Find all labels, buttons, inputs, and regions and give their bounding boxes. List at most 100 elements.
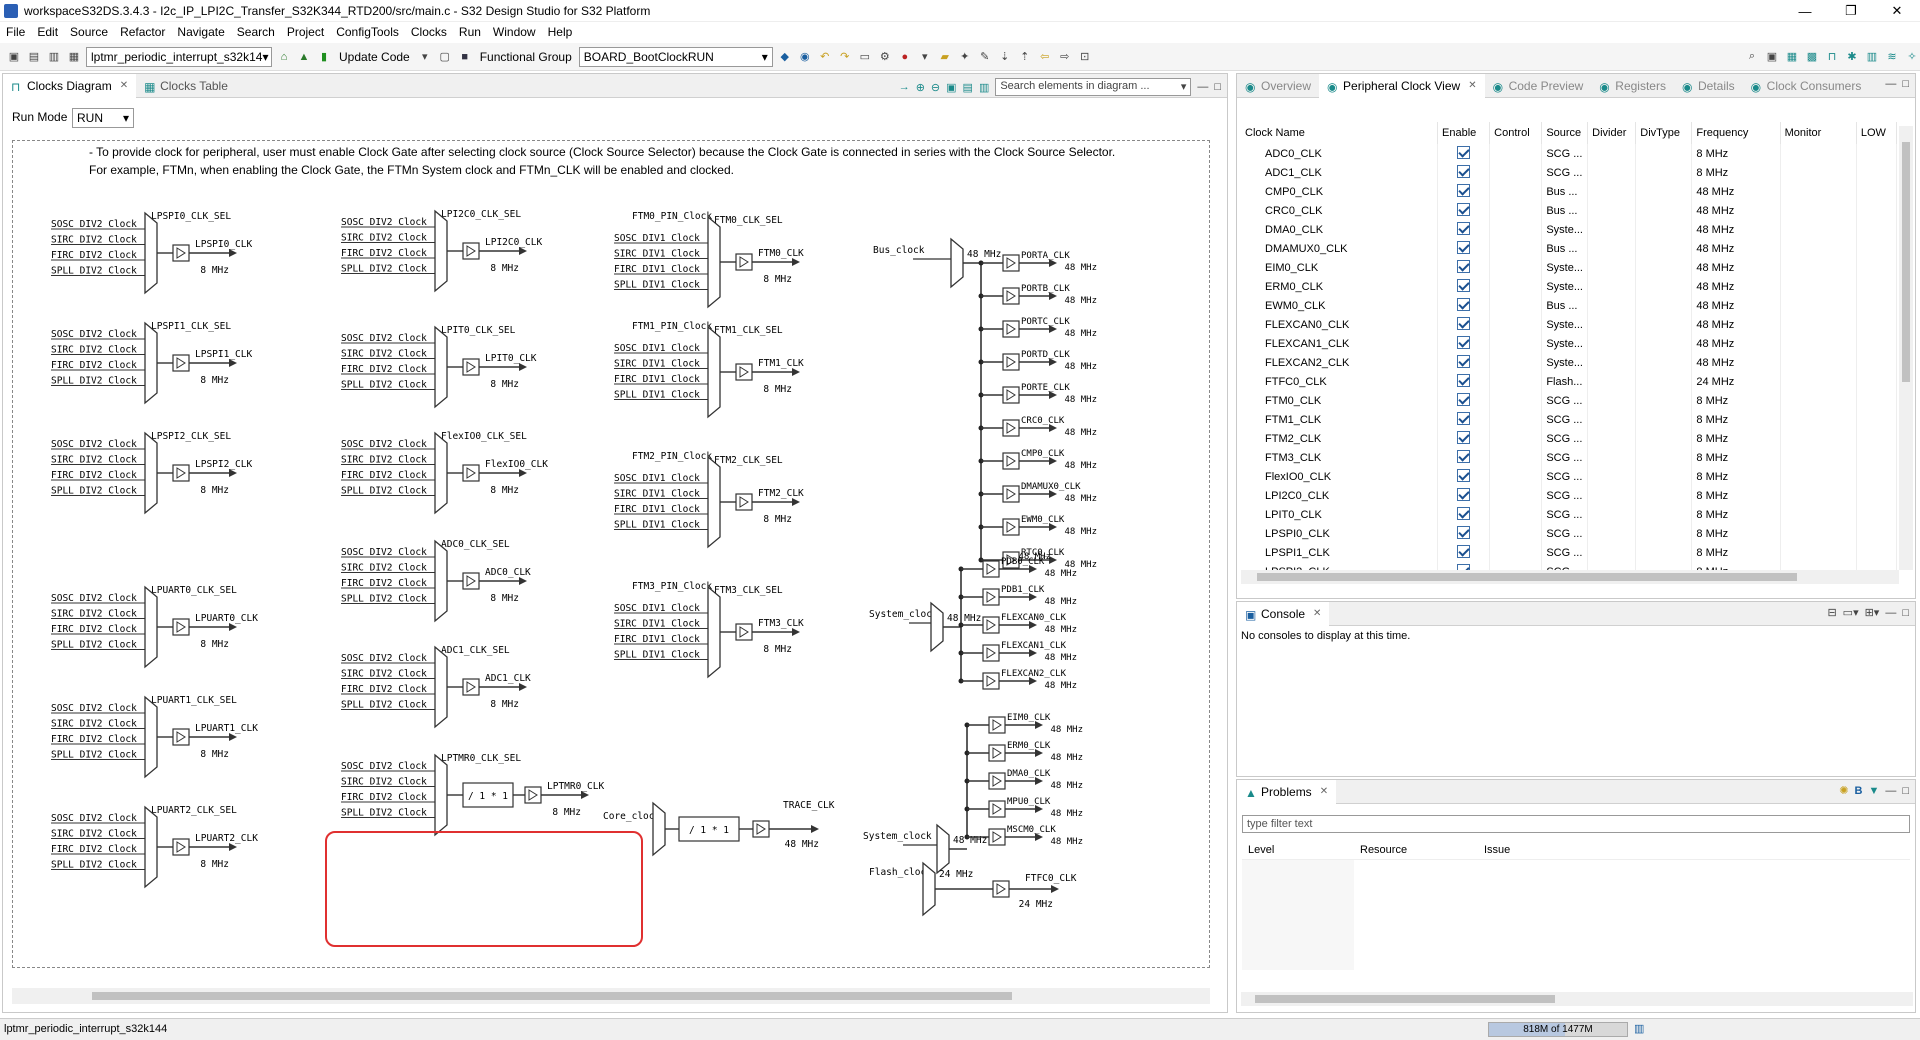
enable-checkbox[interactable] [1457, 240, 1471, 254]
enable-checkbox[interactable] [1457, 373, 1471, 387]
run-dropdown-icon[interactable]: ▾ [922, 51, 928, 63]
column-header[interactable]: Monitor [1780, 122, 1857, 144]
problems-col-resource[interactable]: Resource [1360, 843, 1408, 856]
enable-checkbox[interactable] [1457, 259, 1471, 273]
problems-filter-input[interactable]: type filter text [1242, 815, 1910, 833]
perspective-icon[interactable]: ▣ [1766, 51, 1778, 63]
warning-icon[interactable]: ▲ [298, 50, 310, 63]
enable-checkbox[interactable] [1457, 335, 1471, 349]
menu-navigate[interactable]: Navigate [177, 25, 225, 39]
enable-checkbox[interactable] [1457, 506, 1471, 520]
minimize-button[interactable]: — [1798, 3, 1812, 19]
enable-checkbox[interactable] [1457, 487, 1471, 501]
tab-peripheral-clock-view[interactable]: ◉Peripheral Clock View✕ [1319, 73, 1485, 98]
maximize-view-icon[interactable]: □ [1214, 81, 1221, 93]
perspective-clocks-icon[interactable]: ⊓ [1827, 51, 1837, 63]
perspective-debug-icon[interactable]: ✱ [1847, 51, 1857, 63]
tab-problems[interactable]: ▲Problems✕ [1237, 779, 1337, 804]
clock-tool-icon[interactable]: ◉ [799, 51, 810, 63]
menu-clocks[interactable]: Clocks [410, 25, 447, 39]
minimize-view-icon[interactable]: — [1885, 606, 1897, 619]
gear-icon[interactable]: ⚙ [879, 51, 890, 63]
problems-horizontal-scrollbar[interactable] [1241, 992, 1913, 1006]
scrollbar-thumb[interactable] [1255, 995, 1555, 1003]
update-code-button[interactable]: Update Code [339, 49, 410, 64]
enable-checkbox[interactable] [1457, 430, 1471, 444]
tab-registers[interactable]: ◉Registers [1591, 74, 1674, 98]
pen-icon[interactable]: ✎ [980, 51, 990, 63]
terminal-icon[interactable]: ▭ [859, 51, 870, 63]
enable-checkbox[interactable] [1457, 183, 1471, 197]
new-icon[interactable]: ▣ [8, 51, 20, 63]
menu-help[interactable]: Help [547, 25, 573, 39]
forward-icon[interactable]: ⇨ [1060, 51, 1070, 63]
scrollbar-thumb[interactable] [1257, 573, 1797, 581]
debug-icon[interactable]: ● [901, 50, 909, 63]
lightbulb-icon[interactable]: ✺ [1839, 785, 1849, 797]
undo-icon[interactable]: ↶ [820, 51, 830, 63]
menu-run[interactable]: Run [458, 25, 481, 39]
close-icon[interactable]: ✕ [1313, 608, 1322, 619]
folder-icon[interactable]: ▰ [940, 51, 950, 63]
save-all-icon[interactable]: ▥ [48, 51, 60, 63]
enable-checkbox[interactable] [1457, 297, 1471, 311]
menu-refactor[interactable]: Refactor [120, 25, 166, 39]
enable-checkbox[interactable] [1457, 145, 1471, 159]
clock-diagram-canvas[interactable]: - To provide clock for peripheral, user … [12, 140, 1210, 968]
prev-annotation-icon[interactable]: ⇡ [1020, 51, 1030, 63]
diagram-search-input[interactable]: Search elements in diagram ...▾ [995, 78, 1192, 96]
home-icon[interactable]: ⌂ [280, 50, 288, 63]
perspective-extra-icon[interactable]: ✧ [1907, 51, 1917, 63]
menu-source[interactable]: Source [70, 25, 109, 39]
redo-icon[interactable]: ↷ [840, 51, 850, 63]
wand-icon[interactable]: ✦ [960, 51, 970, 63]
enable-checkbox[interactable] [1457, 468, 1471, 482]
menu-search[interactable]: Search [236, 25, 275, 39]
column-header[interactable]: LOW [1856, 122, 1897, 144]
column-header[interactable]: Source [1541, 122, 1589, 144]
perspective-c-icon[interactable]: ≋ [1887, 51, 1897, 63]
enable-checkbox[interactable] [1457, 354, 1471, 368]
perspective-pins-icon[interactable]: ▩ [1806, 51, 1818, 63]
enable-checkbox[interactable] [1457, 563, 1471, 570]
zoom-out-icon[interactable]: ⊖ [930, 81, 941, 94]
enable-checkbox[interactable] [1457, 221, 1471, 235]
column-header[interactable]: Divider [1587, 122, 1637, 144]
tab-console[interactable]: ▣Console✕ [1237, 601, 1330, 626]
column-header[interactable]: Frequency [1691, 122, 1781, 144]
close-icon[interactable]: ✕ [1319, 786, 1329, 797]
maximize-button[interactable]: ❐ [1845, 3, 1857, 18]
maximize-view-icon[interactable]: □ [1902, 784, 1909, 797]
perspective-peripherals-icon[interactable]: ▦ [1786, 51, 1798, 63]
gc-icon[interactable]: ▥ [1634, 1023, 1645, 1035]
tab-clock-consumers[interactable]: ◉Clock Consumers [1743, 74, 1870, 98]
menu-window[interactable]: Window [492, 25, 536, 39]
zoom-in-icon[interactable]: ⊕ [915, 81, 925, 94]
scrollbar-thumb[interactable] [1902, 142, 1910, 382]
project-selector[interactable]: lptmr_periodic_interrupt_s32k14▾ [86, 46, 272, 67]
enable-checkbox[interactable] [1457, 449, 1471, 463]
enable-checkbox[interactable] [1457, 411, 1471, 425]
problems-col-level[interactable]: Level [1248, 843, 1275, 856]
minimize-view-icon[interactable]: — [1885, 78, 1897, 90]
table-vertical-scrollbar[interactable] [1899, 126, 1913, 570]
column-header[interactable]: Enable [1437, 122, 1491, 144]
column-header[interactable]: Clock Name [1241, 122, 1439, 144]
column-header[interactable]: DivType [1635, 122, 1693, 144]
display-console-icon[interactable]: ▭▾ [1842, 607, 1859, 619]
